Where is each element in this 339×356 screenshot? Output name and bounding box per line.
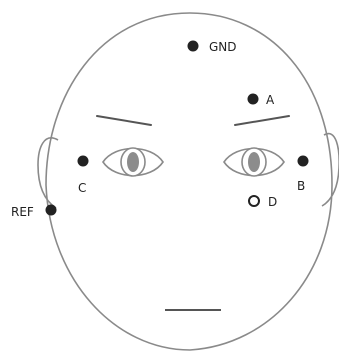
electrode-gnd: GND [188,40,237,54]
left-eye-iris [127,152,139,172]
electrode-b: B [297,156,309,194]
electrode-ref-dot [46,205,57,216]
right-eye [224,148,284,176]
electrode-a: A [248,93,276,107]
electrode-b-label: B [297,179,305,193]
electrode-a-label: A [266,93,275,107]
electrode-d-label: D [268,195,277,209]
electrode-d-dot [249,196,259,206]
electrode-b-dot [298,156,309,167]
right-eyebrow [235,116,289,125]
electrode-ref-label: REF [11,205,34,219]
left-eyebrow [97,116,151,125]
electrode-c: C [78,156,89,196]
electrode-a-dot [248,94,259,105]
electrode-gnd-label: GND [209,40,237,54]
left-eye [103,148,163,176]
right-ear [322,134,339,206]
right-eye-iris [248,152,260,172]
left-ear [38,138,58,208]
electrode-c-label: C [78,181,86,195]
electrode-d: D [249,195,277,209]
head-outline [46,13,332,350]
electrode-c-dot [78,156,89,167]
electrode-gnd-dot [188,41,199,52]
